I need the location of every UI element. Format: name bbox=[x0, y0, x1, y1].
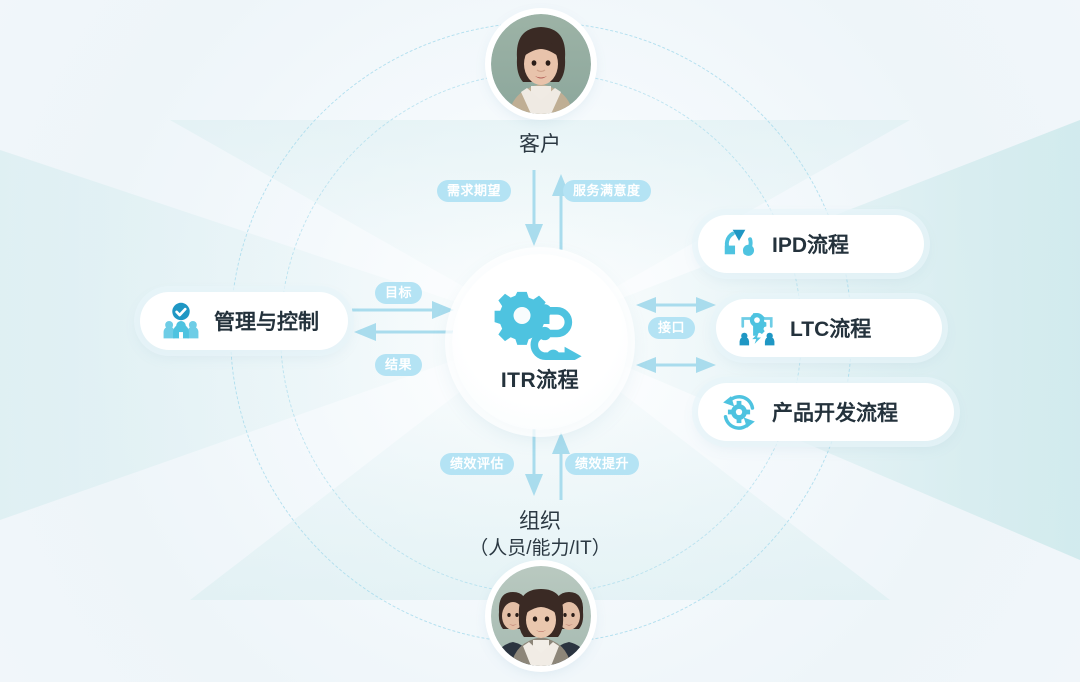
gear-people-exchange-icon bbox=[739, 312, 775, 346]
tag-performance-improvement: 绩效提升 bbox=[565, 453, 640, 475]
card-product-development-process[interactable]: 产品开发流程 bbox=[698, 383, 954, 441]
tag-performance-evaluation: 绩效评估 bbox=[440, 453, 515, 475]
center-node-label: ITR流程 bbox=[500, 369, 580, 392]
tag-goal: 目标 bbox=[375, 282, 423, 304]
customer-node-label: 客户 bbox=[519, 133, 561, 156]
arrow-goal-to-center bbox=[352, 300, 456, 320]
arrow-result-to-management bbox=[352, 322, 456, 342]
organization-team-avatar bbox=[491, 566, 591, 666]
tag-interface: 接口 bbox=[648, 317, 696, 339]
card-label: LTC流程 bbox=[790, 318, 872, 341]
card-label: 管理与控制 bbox=[214, 311, 319, 334]
tag-result: 结果 bbox=[375, 354, 423, 376]
cycle-arrow-icon bbox=[724, 229, 755, 256]
arrow-organization-to-center bbox=[551, 428, 571, 500]
center-node-itr-process[interactable]: ITR流程 bbox=[452, 254, 628, 430]
process-gear-flow-icon bbox=[494, 291, 582, 360]
people-check-icon bbox=[163, 302, 199, 339]
card-management-control[interactable]: 管理与控制 bbox=[140, 292, 348, 350]
card-ipd-process[interactable]: IPD流程 bbox=[698, 215, 924, 273]
tag-service-satisfaction: 服务满意度 bbox=[563, 180, 651, 202]
card-label: 产品开发流程 bbox=[772, 402, 898, 425]
arrow-interface-lower bbox=[634, 355, 718, 375]
arrow-interface-upper bbox=[634, 295, 718, 315]
organization-node-sublabel: （人员/能力/IT） bbox=[469, 538, 611, 559]
card-ltc-process[interactable]: LTC流程 bbox=[716, 299, 942, 357]
tag-demand-expectation: 需求期望 bbox=[437, 180, 512, 202]
customer-portrait-avatar bbox=[491, 14, 591, 114]
organization-node-label: 组织 bbox=[519, 510, 561, 533]
arrow-center-to-organization bbox=[524, 428, 544, 500]
refresh-gear-icon bbox=[723, 394, 755, 430]
card-label: IPD流程 bbox=[772, 234, 850, 257]
arrow-customer-to-center bbox=[524, 170, 544, 250]
